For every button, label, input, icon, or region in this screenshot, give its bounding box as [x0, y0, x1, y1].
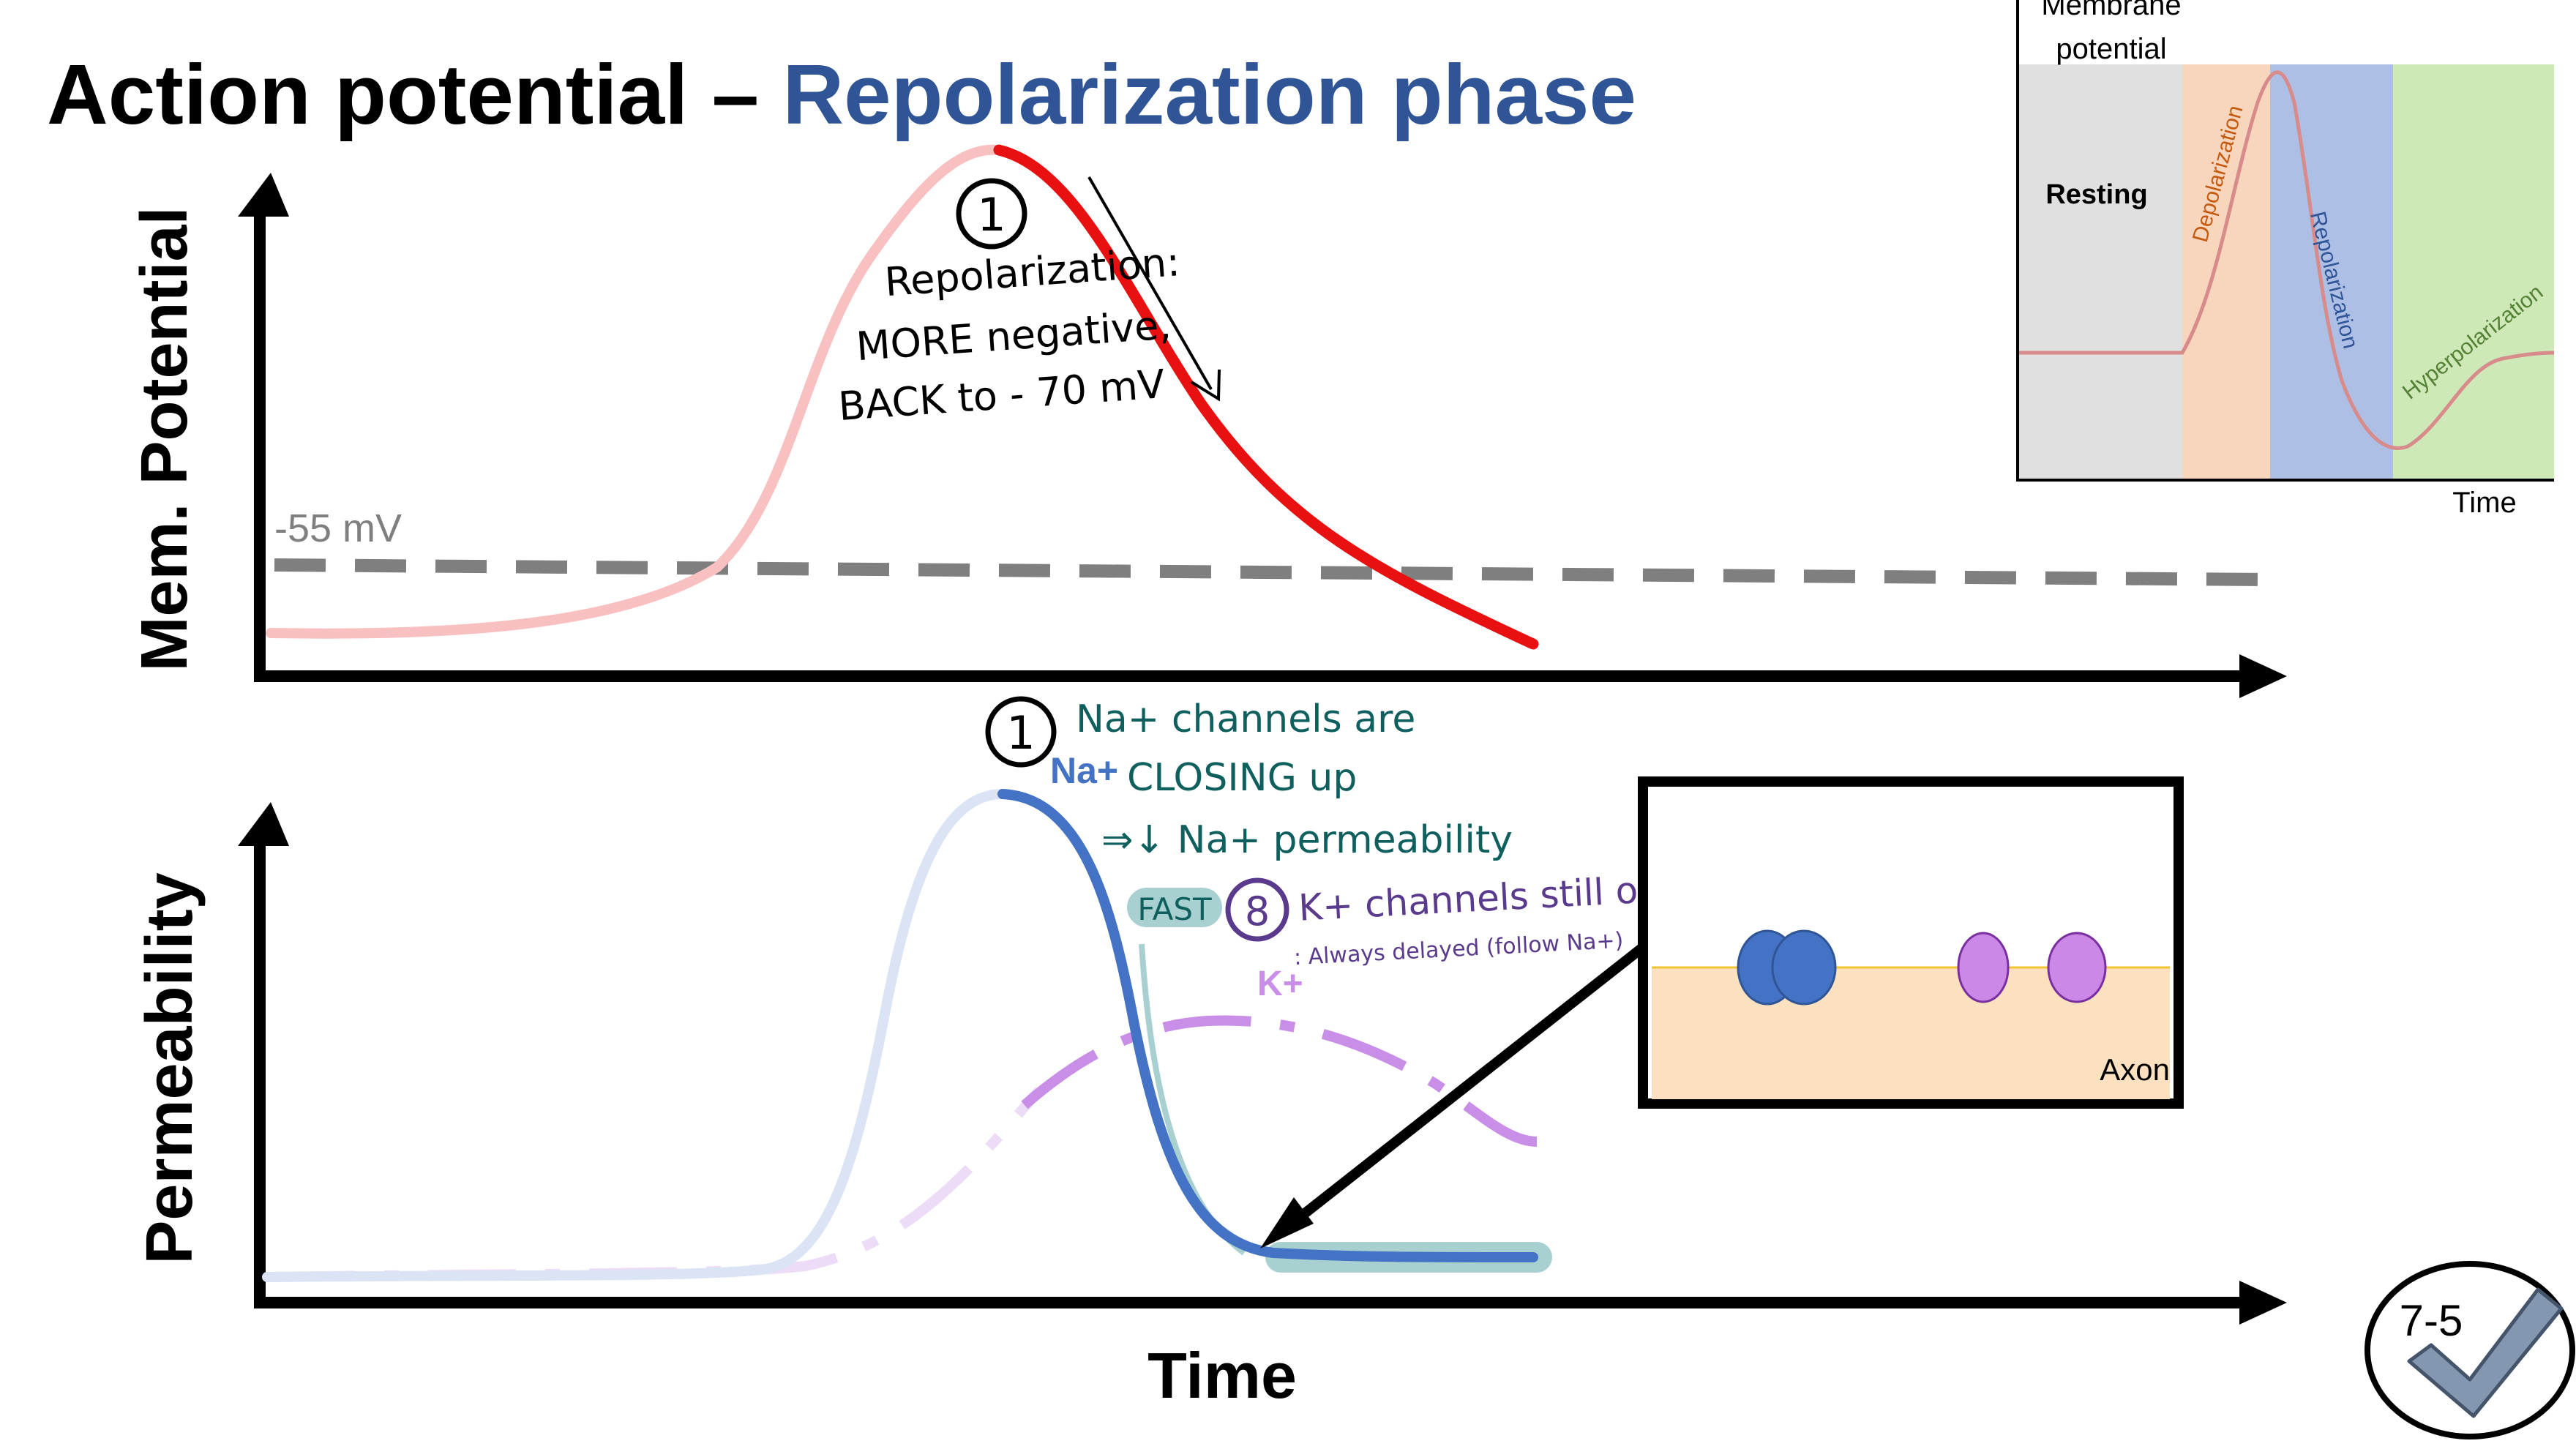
threshold-label: -55 mV	[274, 506, 402, 550]
inset-pointer-arrowhead	[1260, 1197, 1314, 1248]
bottom-x-arrowhead	[2239, 1281, 2287, 1325]
k-curve	[1021, 1015, 1538, 1147]
top-y-arrowhead	[238, 173, 289, 217]
na-curve	[997, 789, 1538, 1262]
phase-band-repolarization	[2270, 64, 2393, 480]
na-channel	[1737, 929, 1837, 1006]
checkmark-icon	[2407, 1287, 2564, 1418]
na-note-line-3: ⇒↓ Na+ permeability	[1101, 818, 1513, 862]
k-curve-faded	[266, 1087, 1044, 1282]
k-note-sub: : Always delayed (follow Na+)	[1293, 928, 1624, 971]
axon-label: Axon	[2100, 1052, 2170, 1087]
top-graph: Mem. Potential -55 mV 1 Repolarization: …	[128, 144, 2287, 698]
na-note-line-2: CLOSING up	[1127, 756, 1357, 800]
k-channel	[1957, 932, 2107, 1003]
k-channel-subunit-right	[2047, 932, 2107, 1003]
phase-band-hyperpolarization	[2393, 64, 2554, 480]
na-channel-subunit-right	[1771, 929, 1837, 1006]
k-label: K+	[1257, 965, 1303, 1003]
mini-chart: Membrane potential Time Resting Depolari…	[2016, 0, 2555, 519]
mini-phase-resting: Resting	[2045, 179, 2147, 210]
mini-y-label-2: potential	[2056, 33, 2166, 65]
top-y-label: Mem. Potential	[128, 206, 201, 671]
note-circle-bottom-1	[985, 696, 1057, 768]
note-number-top: 1	[977, 188, 1006, 242]
fast-badge	[1127, 888, 1222, 927]
badge-circle	[2365, 1261, 2575, 1439]
note-circle-top	[956, 178, 1027, 250]
mini-ap-curve	[2018, 70, 2555, 450]
threshold-line	[274, 558, 2269, 586]
note-circle-bottom-8	[1225, 877, 1289, 942]
mini-y-label-1: Membrane	[2041, 0, 2181, 21]
top-x-arrowhead	[2239, 654, 2287, 698]
repolarization-arrow	[1087, 176, 1213, 390]
fast-label: FAST	[1137, 891, 1212, 927]
phase-band-depolarization	[2182, 64, 2270, 480]
bottom-x-label: Time	[1147, 1339, 1297, 1412]
inset-pointer-arrow	[1281, 941, 1649, 1234]
slide-badge: 7-5	[2365, 1261, 2575, 1439]
na-curve-faded	[262, 789, 1008, 1282]
phase-band-resting	[2018, 64, 2182, 480]
ap-curve-repolarization	[993, 144, 1539, 650]
note-number-bottom-8: 8	[1245, 888, 1270, 935]
repolarization-note: Repolarization: MORE negative, BACK to -…	[837, 239, 1182, 430]
badge-label: 7-5	[2400, 1296, 2463, 1345]
title-highlight: Repolarization phase	[782, 47, 1637, 142]
na-note-line-1: Na+ channels are	[1076, 697, 1415, 741]
na-label: Na+	[1050, 750, 1118, 791]
ap-curve-faded	[266, 144, 1004, 639]
slide-title: Action potential – Repolarization phase	[47, 45, 1636, 143]
bottom-y-label: Permeability	[133, 872, 206, 1264]
title-main: Action potential –	[47, 47, 783, 142]
note-line-2: MORE negative,	[855, 302, 1173, 370]
mini-x-label: Time	[2452, 487, 2516, 519]
axon-inset: Axon	[1638, 776, 2184, 1109]
note-number-bottom-1: 1	[1006, 706, 1035, 760]
k-channel-subunit-left	[1957, 932, 2010, 1003]
note-line-3: BACK to - 70 mV	[837, 361, 1167, 430]
repolarization-arrowhead	[1190, 369, 1221, 402]
bottom-y-arrowhead	[238, 802, 289, 846]
